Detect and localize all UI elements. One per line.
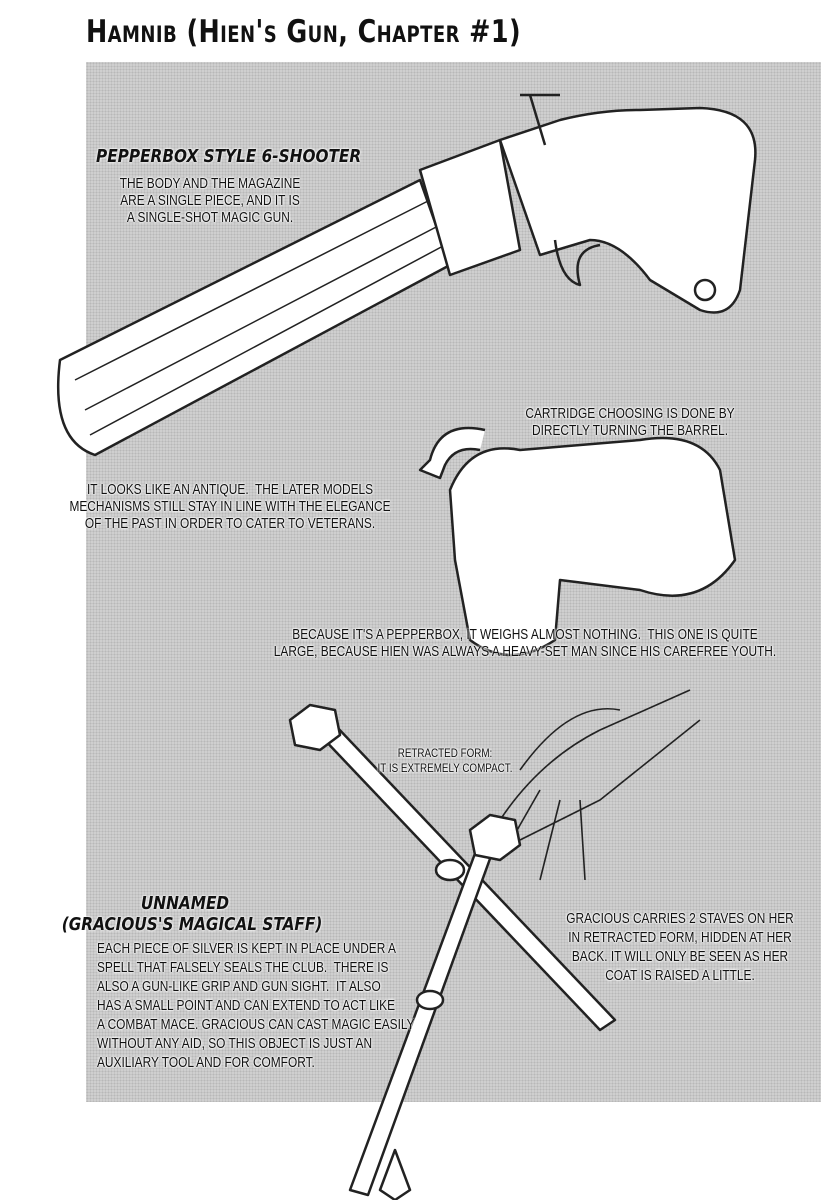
- weight-note: BECAUSE IT'S A PEPPERBOX, IT WEIGHS ALMO…: [273, 627, 777, 660]
- magical-staff-sketch-2: [348, 813, 522, 1200]
- retracted-note: RETRACTED FORM: IT IS EXTREMELY COMPACT.: [377, 746, 513, 775]
- hand-turning-barrel-sketch: [418, 426, 737, 657]
- staff-description: EACH PIECE OF SILVER IS KEPT IN PLACE UN…: [97, 941, 415, 1071]
- gun-description: THE BODY AND THE MAGAZINE ARE A SINGLE P…: [119, 176, 301, 226]
- cartridge-note: CARTRIDGE CHOOSING IS DONE BY DIRECTLY T…: [525, 406, 735, 439]
- retracted-staff-hand-sketch: [499, 689, 701, 881]
- carry-note: GRACIOUS CARRIES 2 STAVES ON HER IN RETR…: [566, 911, 794, 984]
- pepperbox-gun-sketch: [56, 93, 757, 457]
- page-title: Hamnib (Hien's Gun, Chapter #1): [86, 14, 521, 50]
- gun-heading: PEPPERBOX STYLE 6-SHOOTER: [96, 146, 362, 167]
- antique-note: IT LOOKS LIKE AN ANTIQUE. THE LATER MODE…: [69, 482, 391, 532]
- staff-heading: UNNAMED (GRACIOUS'S MAGICAL STAFF): [61, 893, 323, 935]
